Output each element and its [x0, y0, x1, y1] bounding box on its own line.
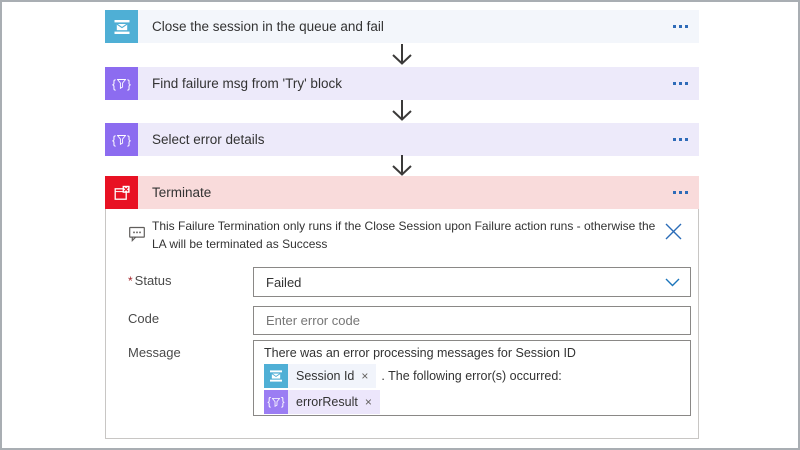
required-mark: * — [128, 274, 133, 288]
action-title: Close the session in the queue and fail — [152, 19, 384, 34]
terminate-header[interactable]: Terminate — [105, 176, 699, 209]
remove-token-button[interactable]: × — [364, 395, 372, 409]
more-options-button[interactable] — [665, 10, 695, 43]
token-session-id[interactable]: Session Id × — [264, 364, 377, 388]
connector-arrow[interactable] — [385, 100, 419, 122]
token-error-result[interactable]: {} errorResult × — [264, 390, 380, 414]
data-operations-icon: {} — [264, 390, 288, 414]
action-title: Select error details — [152, 132, 265, 147]
message-text: . The following error(s) occurred: — [381, 369, 562, 383]
code-input[interactable] — [253, 306, 691, 335]
message-editor[interactable]: There was an error processing messages f… — [253, 340, 691, 416]
code-label: Code — [128, 311, 160, 326]
action-title: Find failure msg from 'Try' block — [152, 76, 342, 91]
action-card-find-failure-msg[interactable]: {} Find failure msg from 'Try' block — [105, 67, 699, 100]
dismiss-note-button[interactable] — [662, 220, 685, 243]
service-bus-icon — [105, 10, 138, 43]
action-card-close-session[interactable]: Close the session in the queue and fail — [105, 10, 699, 43]
comment-icon — [127, 223, 147, 249]
more-options-button[interactable] — [665, 67, 695, 100]
terminate-note: This Failure Termination only runs if th… — [152, 219, 656, 251]
connector-arrow[interactable] — [385, 44, 419, 66]
action-title: Terminate — [152, 185, 212, 200]
chevron-down-icon — [665, 278, 690, 287]
terminate-icon — [105, 176, 138, 209]
token-label: Session Id — [296, 369, 355, 383]
more-options-button[interactable] — [665, 176, 695, 209]
status-value: Failed — [266, 274, 302, 290]
remove-token-button[interactable]: × — [361, 369, 369, 383]
data-operations-icon: {} — [105, 67, 138, 100]
message-label: Message — [128, 345, 181, 360]
message-text: There was an error processing messages f… — [264, 346, 576, 360]
connector-arrow[interactable] — [385, 155, 419, 177]
more-options-button[interactable] — [665, 123, 695, 156]
service-bus-icon — [264, 364, 288, 388]
action-card-terminate: Terminate This Failure Termination only … — [105, 176, 699, 439]
status-dropdown[interactable]: Failed — [253, 267, 691, 297]
action-card-select-error-details[interactable]: {} Select error details — [105, 123, 699, 156]
data-operations-icon: {} — [105, 123, 138, 156]
status-label: *Status — [128, 273, 172, 288]
token-label: errorResult — [296, 395, 358, 409]
